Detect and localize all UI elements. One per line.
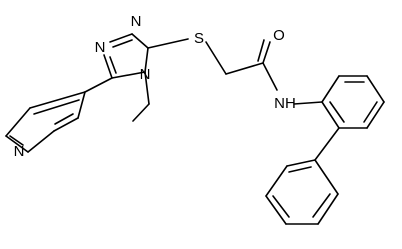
atom-label-pyridine-n: N: [14, 143, 25, 160]
bond-ethyl-ch2-ch3: [132, 103, 150, 122]
bond-carbonyl-oxygen: [262, 41, 271, 64]
bond-aryl1-f-inner: [329, 101, 345, 123]
atom-label-amide-nh: NH: [274, 95, 296, 112]
bond-pyridine-c2-c3: [53, 117, 79, 132]
atom-label-triazole-left-n: N: [95, 39, 106, 56]
bond-aryl2-c: [265, 195, 287, 225]
bond-pyridine-n-c5-double: [9, 135, 24, 146]
bond-triazole-n2-n1-double: [112, 39, 133, 48]
bond-aryl1-d-inner: [363, 101, 378, 123]
bond-aryl1-a: [321, 75, 340, 103]
bond-aryl2-a-inner: [288, 166, 312, 173]
bond-triazole-c3-n4: [144, 47, 149, 73]
atom-label-triazole-top-n: N: [131, 13, 142, 30]
bond-triazole-n4-c5: [111, 71, 146, 79]
bond-triazole-c5-n1: [103, 54, 113, 79]
bond-triazole-pyridine: [84, 77, 113, 93]
bond-aryl1-f: [321, 101, 340, 129]
bond-pyridine-c6-c1: [29, 91, 86, 109]
bond-pyridine-c6-c1-double: [33, 99, 80, 115]
bond-carbonyl-oxygen-double: [257, 39, 265, 62]
atom-labels: N N N S O NH N: [14, 13, 296, 160]
bond-pyridine-c2-c3-double: [54, 113, 74, 125]
bond-aryl2-b: [265, 165, 288, 197]
bond-aryl1-aryl2: [314, 127, 340, 161]
bond-triazole-n1-n2: [109, 33, 133, 43]
atom-label-sulfur: S: [194, 30, 204, 47]
bond-aryl2-e-inner: [312, 193, 331, 218]
bond-aryl2-e: [317, 193, 339, 225]
bond-c3-sulfur: [147, 38, 189, 49]
bond-aryl1-c: [366, 75, 385, 103]
bond-pyridine-c5-c6: [5, 107, 31, 137]
bond-aryl1-d: [366, 101, 385, 129]
bond-aryl2-a: [286, 159, 316, 167]
bond-pyridine-c1-c2: [77, 91, 86, 119]
bond-carbonyl-nh: [262, 62, 278, 91]
bond-aryl2-f: [314, 159, 339, 195]
bond-nh-aromatic: [293, 101, 323, 105]
bond-pyridine-c3-n: [27, 130, 55, 153]
bond-n4-ethyl-ch2: [144, 71, 150, 105]
atom-label-oxygen: O: [273, 27, 285, 44]
bond-aryl2-c-inner: [272, 195, 290, 218]
bond-triazole-c5-n1-double: [109, 56, 117, 74]
bond-ch2-carbonyl: [225, 62, 264, 75]
bond-lines: [5, 33, 385, 225]
bond-sulfur-ch2: [205, 41, 227, 75]
atom-label-triazole-ethyl-n: N: [140, 66, 151, 83]
bond-triazole-n2-c3: [131, 33, 149, 49]
bond-pyridine-n-c5: [5, 135, 29, 153]
